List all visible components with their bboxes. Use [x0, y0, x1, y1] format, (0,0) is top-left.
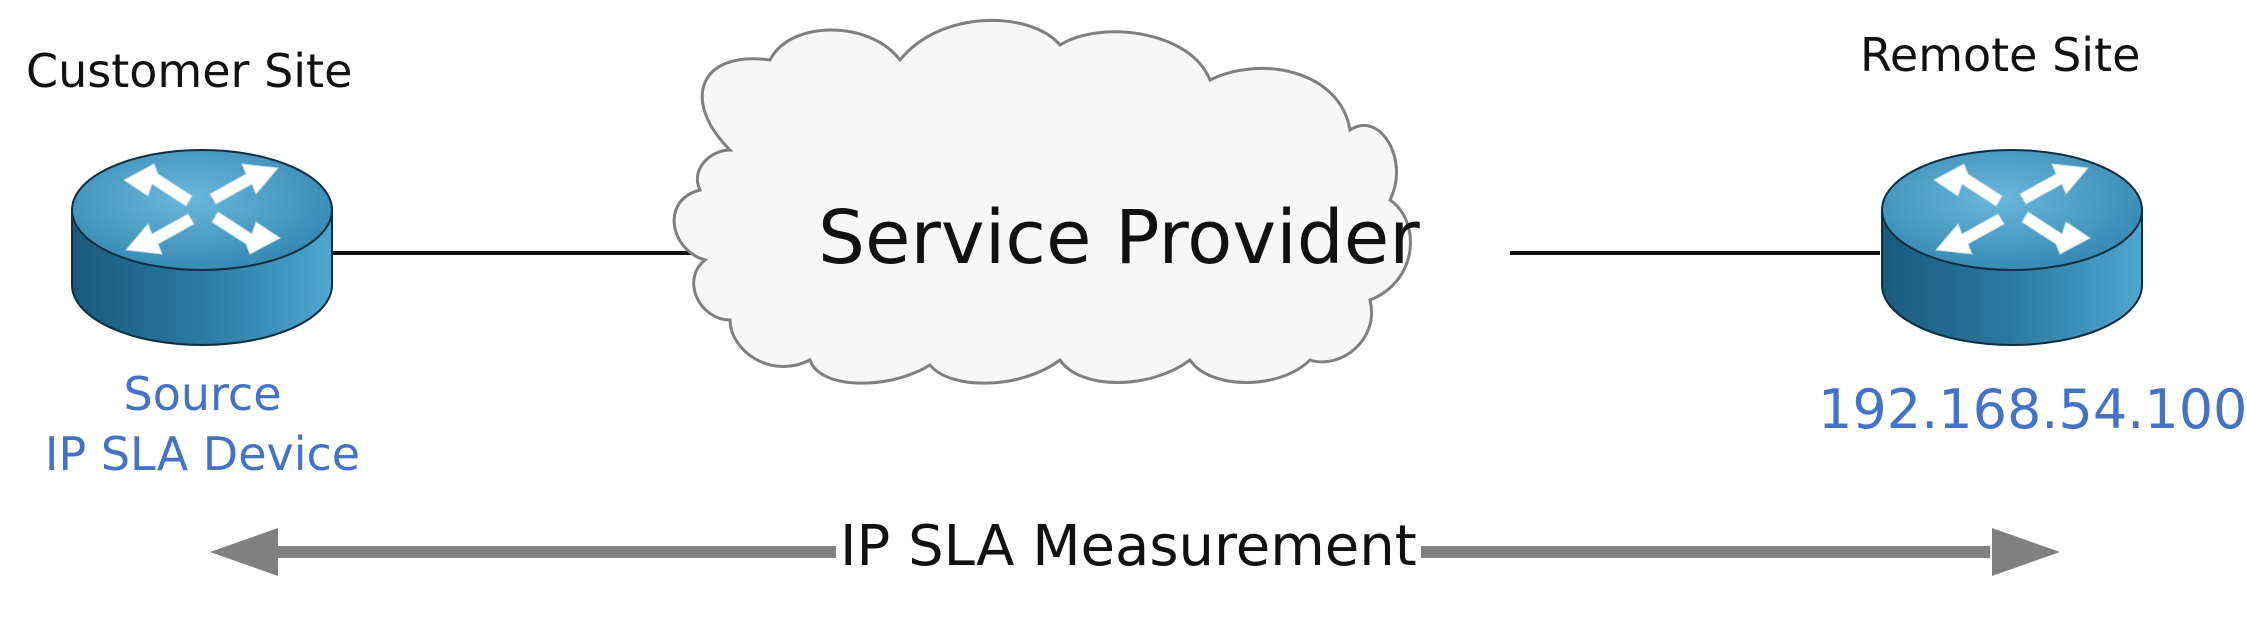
customer-site-title: Customer Site	[26, 44, 353, 98]
source-label-line1: Source	[123, 367, 282, 421]
customer-router-icon	[71, 149, 333, 346]
remote-ip-address: 192.168.54.100	[1818, 378, 2247, 441]
cloud-label: Service Provider	[818, 195, 1420, 281]
remote-site-title: Remote Site	[1860, 28, 2141, 82]
source-device-label: Source IP SLA Device	[40, 364, 365, 484]
source-label-line2: IP SLA Device	[44, 427, 361, 481]
remote-router-icon	[1881, 149, 2143, 346]
measurement-label: IP SLA Measurement	[836, 514, 1421, 579]
